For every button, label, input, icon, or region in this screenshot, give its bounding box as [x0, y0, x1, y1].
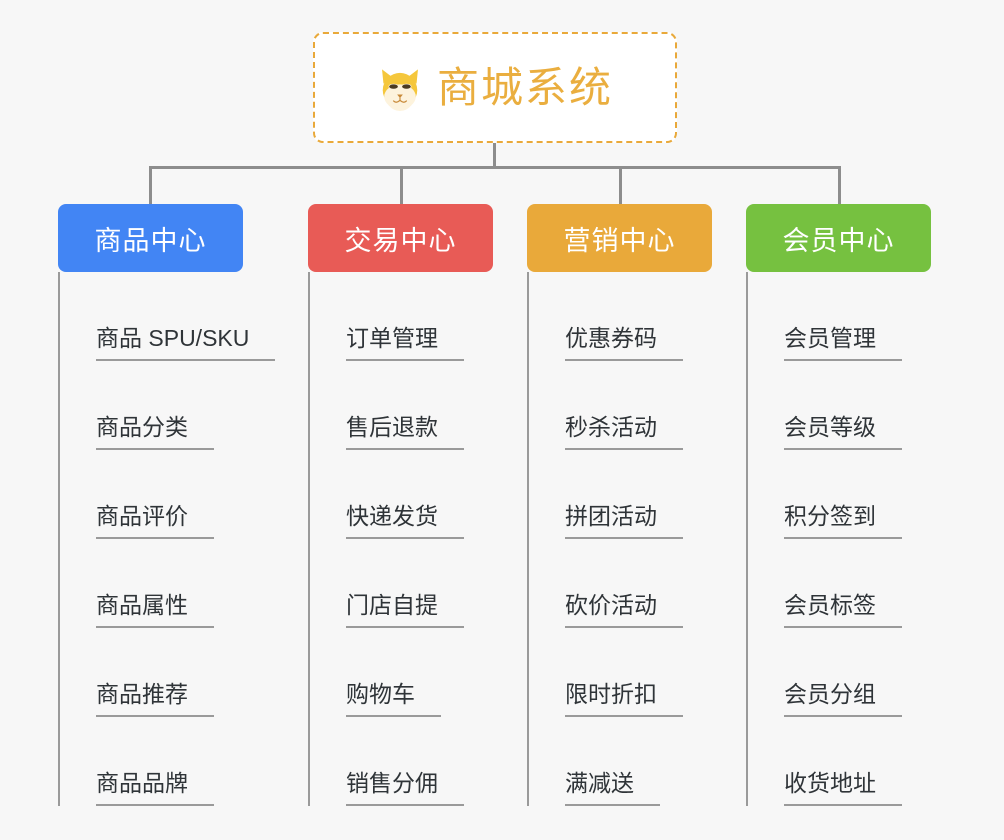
list-item[interactable]: 售后退款 [308, 361, 493, 450]
branch-header-2[interactable]: 交易中心 [308, 204, 493, 272]
list-item-label: 限时折扣 [565, 683, 683, 717]
branch-spine-3 [527, 272, 529, 806]
list-item-label: 商品推荐 [96, 683, 214, 717]
list-item[interactable]: 积分签到 [746, 450, 931, 539]
list-item[interactable]: 限时折扣 [527, 628, 712, 717]
list-item-label: 商品属性 [96, 594, 214, 628]
list-item[interactable]: 会员标签 [746, 539, 931, 628]
list-item[interactable]: 满减送 [527, 717, 712, 806]
list-item[interactable]: 商品分类 [58, 361, 243, 450]
list-item[interactable]: 会员管理 [746, 272, 931, 361]
list-item-label: 订单管理 [346, 327, 464, 361]
list-item-label: 快递发货 [346, 505, 464, 539]
list-item-label: 满减送 [565, 772, 660, 806]
branch-spine-2 [308, 272, 310, 806]
branch-column-3: 营销中心 优惠券码 秒杀活动 拼团活动 砍价活动 限时折扣 满减送 [527, 204, 712, 806]
branch-spine-4 [746, 272, 748, 806]
branch-header-4[interactable]: 会员中心 [746, 204, 931, 272]
branch-header-label-4: 会员中心 [782, 225, 895, 256]
branch-items-2: 订单管理 售后退款 快递发货 门店自提 购物车 销售分佣 [308, 272, 493, 806]
shiba-dog-icon [382, 68, 418, 111]
connector-drop-4 [838, 166, 841, 204]
list-item-label: 会员等级 [784, 416, 902, 450]
branch-column-2: 交易中心 订单管理 售后退款 快递发货 门店自提 购物车 销售分佣 [308, 204, 493, 806]
list-item[interactable]: 快递发货 [308, 450, 493, 539]
branch-column-1: 商品中心 商品 SPU/SKU 商品分类 商品评价 商品属性 商品推荐 商品品牌 [58, 204, 276, 806]
root-title: 商城系统 [436, 63, 613, 111]
branch-items-1: 商品 SPU/SKU 商品分类 商品评价 商品属性 商品推荐 商品品牌 [58, 272, 276, 806]
list-item[interactable]: 会员等级 [746, 361, 931, 450]
connector-horizontal-bus [149, 166, 841, 169]
list-item-label: 门店自提 [346, 594, 464, 628]
list-item-label: 积分签到 [784, 505, 902, 539]
root-node[interactable]: 商城系统 [313, 32, 677, 143]
list-item[interactable]: 门店自提 [308, 539, 493, 628]
list-item-label: 收货地址 [784, 772, 902, 806]
connector-drop-2 [400, 166, 403, 204]
list-item-label: 商品评价 [96, 505, 214, 539]
branch-header-1[interactable]: 商品中心 [58, 204, 243, 272]
list-item[interactable]: 拼团活动 [527, 450, 712, 539]
list-item-label: 售后退款 [346, 416, 464, 450]
list-item-label: 优惠券码 [565, 327, 683, 361]
list-item-label: 会员标签 [784, 594, 902, 628]
list-item-label: 商品分类 [96, 416, 214, 450]
list-item[interactable]: 砍价活动 [527, 539, 712, 628]
list-item[interactable]: 商品 SPU/SKU [58, 272, 276, 361]
branch-header-label-3: 营销中心 [563, 225, 676, 256]
list-item-label: 会员管理 [784, 327, 902, 361]
list-item-label: 销售分佣 [346, 772, 464, 806]
list-item[interactable]: 商品评价 [58, 450, 243, 539]
list-item[interactable]: 商品品牌 [58, 717, 243, 806]
list-item[interactable]: 订单管理 [308, 272, 493, 361]
list-item[interactable]: 商品推荐 [58, 628, 243, 717]
list-item[interactable]: 购物车 [308, 628, 493, 717]
list-item[interactable]: 商品属性 [58, 539, 243, 628]
list-item[interactable]: 秒杀活动 [527, 361, 712, 450]
list-item[interactable]: 收货地址 [746, 717, 931, 806]
branch-header-3[interactable]: 营销中心 [527, 204, 712, 272]
list-item-label: 购物车 [346, 683, 441, 717]
branch-items-3: 优惠券码 秒杀活动 拼团活动 砍价活动 限时折扣 满减送 [527, 272, 712, 806]
connector-root-stem [493, 143, 496, 168]
list-item[interactable]: 会员分组 [746, 628, 931, 717]
branch-header-label-2: 交易中心 [344, 225, 457, 256]
list-item-label: 拼团活动 [565, 505, 683, 539]
list-item-label: 商品 SPU/SKU [96, 327, 276, 361]
branch-items-4: 会员管理 会员等级 积分签到 会员标签 会员分组 收货地址 [746, 272, 931, 806]
list-item[interactable]: 优惠券码 [527, 272, 712, 361]
list-item-label: 秒杀活动 [565, 416, 683, 450]
list-item-label: 会员分组 [784, 683, 902, 717]
branch-spine-1 [58, 272, 60, 806]
list-item[interactable]: 销售分佣 [308, 717, 493, 806]
list-item-label: 商品品牌 [96, 772, 214, 806]
connector-drop-1 [149, 166, 152, 204]
list-item-label: 砍价活动 [565, 594, 683, 628]
connector-drop-3 [619, 166, 622, 204]
branch-column-4: 会员中心 会员管理 会员等级 积分签到 会员标签 会员分组 收货地址 [746, 204, 931, 806]
branch-header-label-1: 商品中心 [94, 225, 207, 256]
